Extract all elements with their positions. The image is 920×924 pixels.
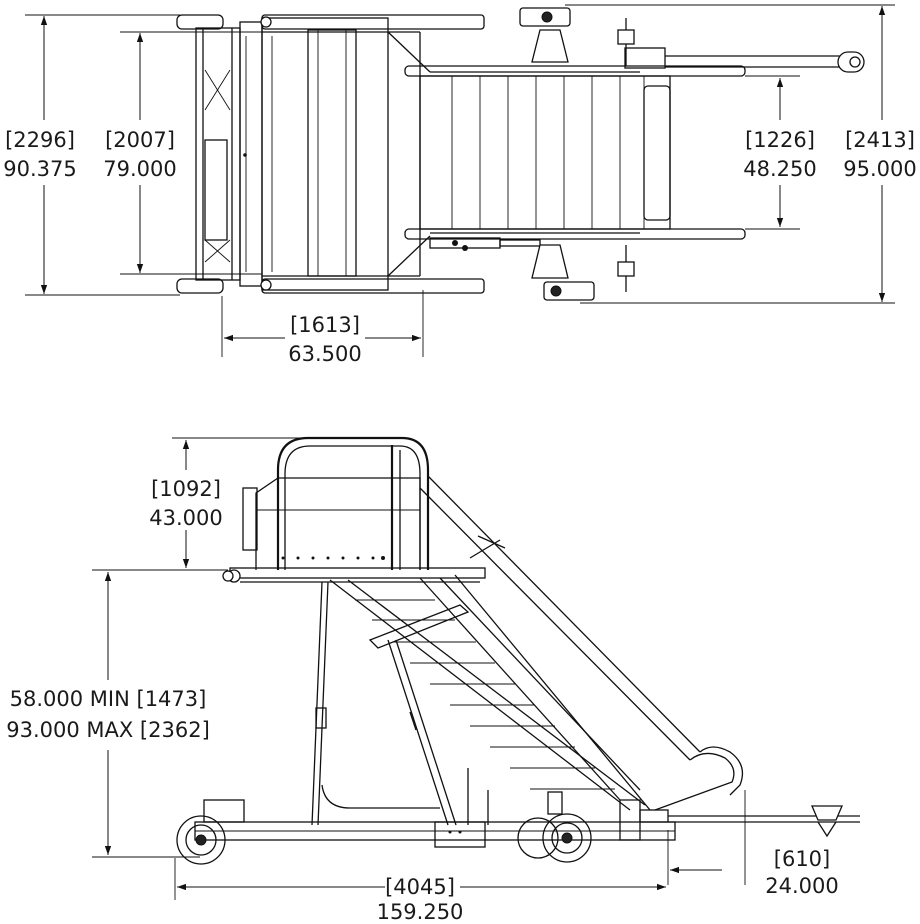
dim-1092-inch: 43.000 <box>149 506 222 530</box>
stairs <box>329 475 744 811</box>
side-view <box>92 436 860 900</box>
tow-bar <box>665 51 865 73</box>
guard-rail <box>242 436 430 570</box>
dim-platform-height-min: 58.000 MIN [1473] <box>10 687 207 711</box>
dim-4045-inch: 159.250 <box>377 900 464 924</box>
dim-2413-inch: 95.000 <box>843 157 916 181</box>
lift-legs <box>311 581 489 826</box>
dim-2296-inch: 90.375 <box>3 157 76 181</box>
dim-610-inch: 24.000 <box>765 874 838 898</box>
top-view <box>25 4 895 357</box>
platform <box>222 567 486 583</box>
dim-610-mm: [610] <box>774 847 830 871</box>
dim-platform-height-max: 93.000 MAX [2362] <box>6 718 210 742</box>
dim-2007-inch: 79.000 <box>103 157 176 181</box>
tow-bar-side <box>668 805 860 838</box>
dim-4045-mm: [4045] <box>385 875 455 899</box>
dim-1226-mm: [1226] <box>745 128 815 152</box>
chassis <box>194 799 676 848</box>
platform-deck <box>260 14 485 294</box>
stairway <box>404 65 746 251</box>
dimension-labels: [2296] 90.375 [2007] 79.000 [1613] 63.50… <box>3 128 916 924</box>
dim-1226-inch: 48.250 <box>743 157 816 181</box>
platform-frame <box>176 14 263 294</box>
dim-2007-mm: [2007] <box>105 128 175 152</box>
caster-wheels <box>519 7 666 301</box>
dim-1613-mm: [1613] <box>290 313 360 337</box>
dim-1092-mm: [1092] <box>151 477 221 501</box>
dim-2296-mm: [2296] <box>5 128 75 152</box>
wheels <box>176 791 592 865</box>
dim-1613-inch: 63.500 <box>288 342 361 366</box>
dim-2413-mm: [2413] <box>845 128 915 152</box>
